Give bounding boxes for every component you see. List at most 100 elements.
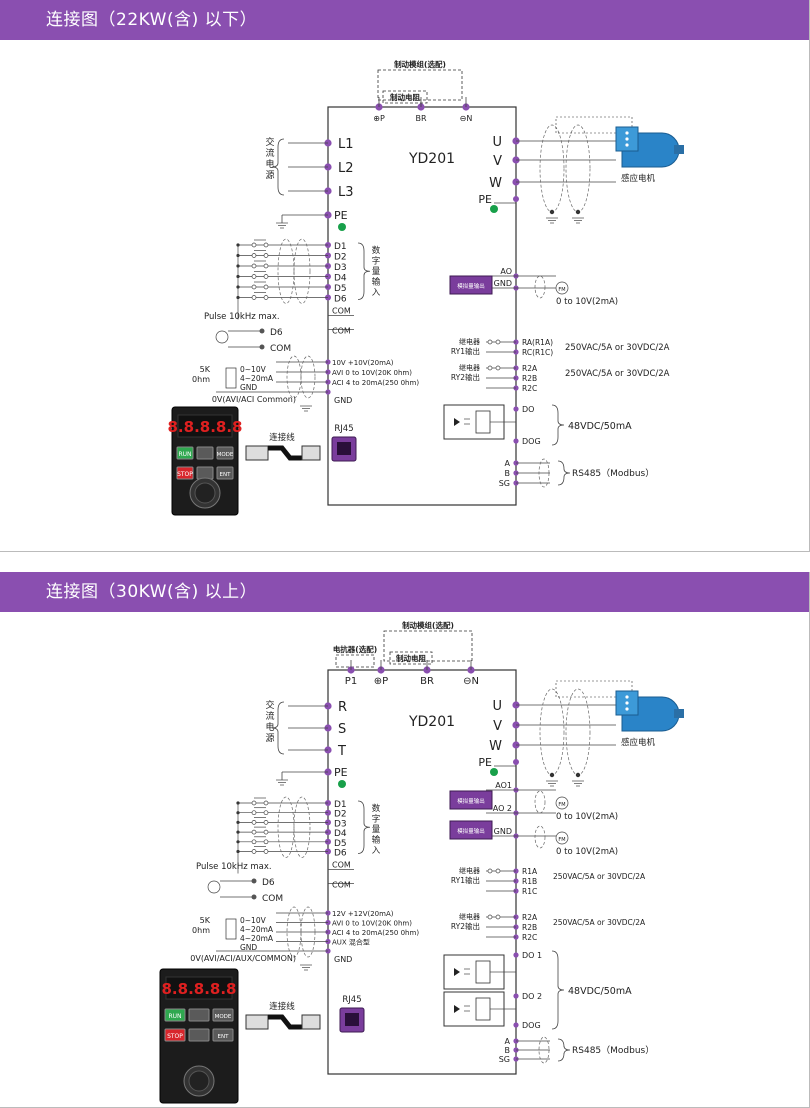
- switch-contact: [263, 253, 269, 258]
- shield-twisted-pair: [300, 906, 316, 958]
- keypad-button: [176, 446, 194, 460]
- brace: [271, 701, 285, 755]
- brake-module-box: [377, 69, 463, 101]
- ao-label: AO: [500, 267, 512, 276]
- shield-twisted-pair: [277, 796, 295, 858]
- cable-label: 连接线: [269, 432, 295, 443]
- brace: [357, 242, 371, 300]
- shield-twisted-pair: [539, 124, 565, 213]
- pot-label: 0hm: [192, 375, 210, 384]
- switch-contact: [263, 820, 269, 825]
- switch-contact: [487, 365, 493, 371]
- model-name: YD201: [408, 151, 455, 167]
- switch-contact: [263, 274, 269, 279]
- ao-label: AO 2: [493, 804, 512, 813]
- shield-drain: [549, 209, 555, 215]
- switch-contact: [251, 829, 257, 835]
- ground-icon: [276, 779, 288, 786]
- gnd-label: GND: [334, 396, 352, 405]
- keypad-button: [164, 1028, 186, 1042]
- vertical-label-char: 交: [265, 699, 274, 711]
- vertical-label-char: 源: [265, 170, 274, 181]
- rs485-terminal-label: A: [505, 459, 511, 468]
- cable-label: 连接线: [269, 1001, 295, 1012]
- shield-twisted-pair: [534, 275, 546, 299]
- rj45-plug-right: [301, 445, 321, 461]
- shield-drain: [549, 772, 555, 778]
- brake-resistor-label: 制动电阻: [396, 653, 426, 663]
- motor-lug: [625, 707, 629, 711]
- shield-twisted-pair: [300, 355, 316, 399]
- switch-contact: [251, 284, 257, 290]
- terminal-power-label: S: [338, 722, 346, 737]
- brace: [271, 138, 285, 196]
- vertical-label-char: 流: [265, 710, 274, 722]
- vertical-label-char: 数: [372, 803, 381, 814]
- shield-twisted-pair: [539, 688, 565, 776]
- relay-terminal-label: R2B: [522, 374, 537, 383]
- keypad-display-digits: 8.8.8.8.8: [162, 980, 237, 998]
- relay-terminal-label: R2B: [522, 923, 537, 932]
- brake-module-label: 制动模组(选配): [402, 620, 454, 630]
- switch-contact: [251, 274, 257, 279]
- terminal-motor-label: V: [493, 719, 502, 734]
- terminal-motor-label: W: [489, 176, 502, 191]
- analog-label: 10V +10V(20mA): [332, 359, 394, 367]
- terminal-motor-label: W: [489, 739, 502, 754]
- brake-module-box: [383, 630, 473, 662]
- motor-lug: [625, 137, 629, 141]
- relay-terminal-label: RA(R1A): [522, 338, 553, 347]
- keypad-stop-label: STOP: [167, 1033, 183, 1040]
- phototransistor-box: [475, 960, 491, 984]
- keypad-button: [196, 446, 214, 460]
- terminal-pe-right: [513, 196, 519, 202]
- range-label: 0~10V: [240, 365, 267, 374]
- motor-icon: [615, 126, 684, 168]
- ground-icon: [572, 217, 584, 224]
- model-name: YD201: [408, 714, 455, 730]
- ground-icon: [300, 964, 312, 971]
- vertical-label-char: 数: [372, 245, 381, 256]
- terminal-power-label: L2: [338, 161, 354, 176]
- vertical-label-char: 流: [265, 147, 274, 159]
- motor-lug: [625, 131, 629, 135]
- analog-label: ACI 4 to 20mA(250 0hm): [332, 379, 419, 387]
- switch-contact: [263, 295, 269, 300]
- terminal-com: [259, 344, 265, 350]
- ground-icon: [276, 222, 288, 229]
- keypad-mode-label: MODE: [217, 452, 234, 458]
- switch-contact: [487, 868, 493, 874]
- vertical-label-char: 入: [372, 846, 381, 856]
- meter-icon: [555, 796, 569, 810]
- gnd-label: GND: [334, 955, 352, 964]
- meter-icon-text: FM: [558, 802, 565, 808]
- vertical-label-char: 字: [372, 256, 381, 267]
- ground-icon: [572, 780, 584, 787]
- relay-label: RY1输出: [451, 346, 480, 356]
- brace: [551, 950, 565, 1030]
- analog-output-box: [449, 790, 493, 810]
- analog-common-label: 0V(AVI/ACI/AUX/COMMON): [190, 954, 296, 963]
- keypad-mode-label: MODE: [215, 1014, 232, 1020]
- relay-rating: 250VAC/5A or 30VDC/2A: [553, 918, 646, 927]
- terminal-do: [513, 952, 519, 958]
- terminal-digital-label: D5: [334, 839, 347, 849]
- rs485-terminal-label: A: [505, 1037, 511, 1046]
- meter-icon-text: FM: [558, 837, 565, 843]
- com-label: COM: [332, 881, 351, 890]
- relay-rating: 250VAC/5A or 30VDC/2A: [565, 343, 670, 353]
- keypad-button: [188, 1028, 210, 1042]
- brake-module-label: 制动模组(选配): [394, 59, 446, 69]
- switch-contact: [263, 849, 269, 854]
- analog-label: AVI 0 to 10V(20K 0hm): [332, 369, 412, 377]
- shield-twisted-pair: [293, 796, 311, 858]
- vertical-label-char: 电: [265, 721, 274, 733]
- pulse-label: Pulse 10kHz max.: [196, 862, 272, 872]
- shield-twisted-pair: [565, 124, 591, 213]
- shield-twisted-pair: [538, 458, 550, 488]
- section-header-band: 连接图（22KW(含) 以下）: [0, 0, 809, 40]
- phototransistor-box: [475, 997, 491, 1021]
- analog-output-box-label: 模拟量输出: [457, 827, 485, 835]
